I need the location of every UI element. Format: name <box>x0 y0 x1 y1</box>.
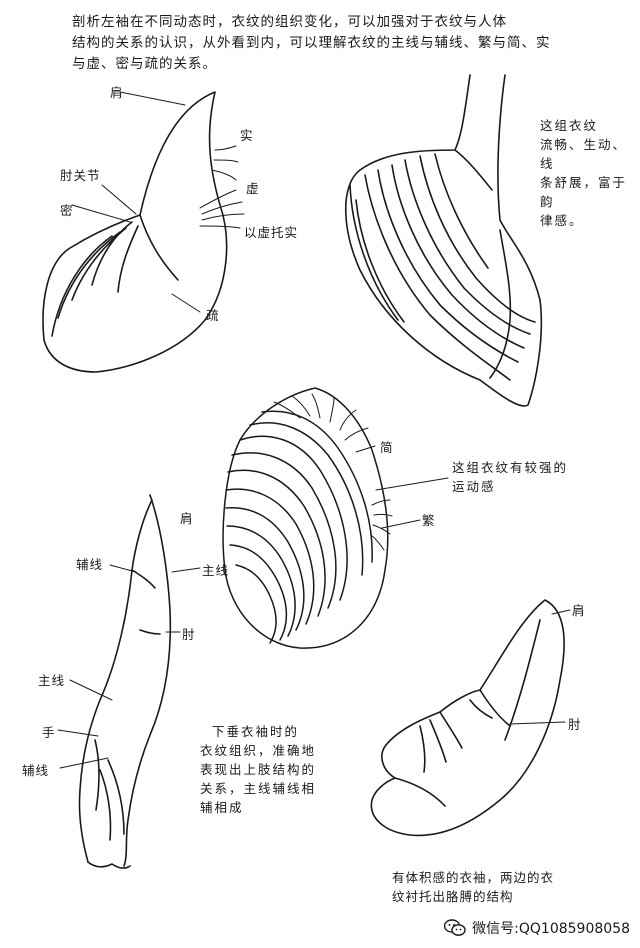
fig3-label-complex: 繁 <box>422 513 436 528</box>
fig5-caption-line: 纹衬托出胳膊的结构 <box>392 889 514 904</box>
intro-paragraph: 剖析左袖在不同动态时，衣纹的组织变化，可以加强对于衣纹与人体 结构的关系的认识，… <box>72 12 572 75</box>
fig4-label-shoulder: 肩 <box>180 511 194 526</box>
intro-line-3: 与虚、密与疏的关系。 <box>72 56 217 72</box>
fig5-label-shoulder: 肩 <box>572 603 586 618</box>
fig5-label-elbow: 肘 <box>568 717 582 732</box>
fig1-label-elbow-joint: 肘关节 <box>60 168 101 183</box>
fig2-note-line: 律感。 <box>540 213 584 228</box>
figure-1-sleeve <box>42 91 245 373</box>
figure-3-sleeve <box>222 387 449 649</box>
fig4-label-elbow: 肘 <box>182 627 196 642</box>
fig3-note-line: 运动感 <box>452 479 496 494</box>
watermark-text: 微信号:QQ1085908058 <box>472 921 630 937</box>
fig4-note: 下垂衣袖时的 衣纹组织，准确地 表现出上肢结构的 关系，主线辅线相 辅相成 <box>200 722 316 817</box>
fig1-label-shoulder: 肩 <box>110 85 124 100</box>
figure-5-sleeve <box>370 599 571 837</box>
fig4-note-line: 辅相成 <box>200 800 244 815</box>
fig3-note: 这组衣纹有较强的 运动感 <box>452 458 568 496</box>
fig4-note-line: 关系，主线辅线相 <box>200 781 317 796</box>
fig4-note-line: 下垂衣袖时的 <box>212 724 300 739</box>
intro-line-2: 结构的关系的认识，从外看到内，可以理解衣纹的主线与辅线、繁与简、实 <box>72 35 551 51</box>
fig4-label-hand: 手 <box>42 725 56 740</box>
fig1-label-dense: 密 <box>60 203 74 218</box>
fig1-label-void: 虚 <box>246 181 260 196</box>
fig4-label-main-line-right: 主线 <box>202 563 230 578</box>
figure-2-sleeve <box>345 74 543 407</box>
fig1-label-void-supports-solid: 以虚托实 <box>244 225 299 240</box>
fig4-label-aux-line-bottom: 辅线 <box>22 763 50 778</box>
intro-line-1: 剖析左袖在不同动态时，衣纹的组织变化，可以加强对于衣纹与人体 <box>72 14 507 30</box>
fig4-note-line: 表现出上肢结构的 <box>200 762 317 777</box>
figure-4-sleeve <box>57 494 201 869</box>
fig5-caption: 有体积感的衣袖，两边的衣 纹衬托出胳膊的结构 <box>392 868 554 906</box>
wechat-icon <box>444 919 466 936</box>
fig1-label-sparse: 疏 <box>206 308 220 323</box>
fig2-note: 这组衣纹 流畅、生动、线 条舒展，富于韵 律感。 <box>540 116 640 230</box>
fig3-note-line: 这组衣纹有较强的 <box>452 460 569 475</box>
fig4-label-aux-line-top: 辅线 <box>76 557 104 572</box>
fig2-note-line: 条舒展，富于韵 <box>540 175 628 209</box>
fig2-note-line: 这组衣纹 <box>540 118 599 133</box>
fig1-label-solid: 实 <box>240 128 254 143</box>
fig3-label-simple: 简 <box>380 440 394 455</box>
fig4-note-line: 衣纹组织，准确地 <box>200 743 317 758</box>
fig5-caption-line: 有体积感的衣袖，两边的衣 <box>392 870 555 885</box>
fig2-note-line: 流畅、生动、线 <box>540 137 628 171</box>
fig4-label-main-line-left: 主线 <box>38 673 66 688</box>
watermark: 微信号:QQ1085908058 <box>444 918 630 938</box>
